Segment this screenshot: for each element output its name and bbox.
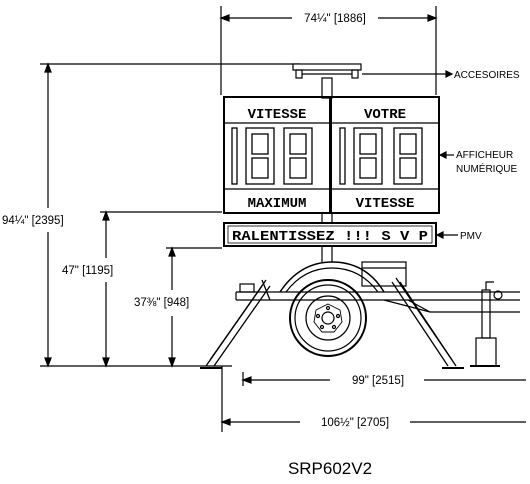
trailer-chassis	[235, 261, 520, 367]
accessory-bracket	[292, 63, 452, 99]
track-width-dimension: 99" [2515]	[241, 372, 526, 387]
message-board-text: RALENTISSEZ !!! S V P	[232, 229, 428, 245]
callout-accessories: ACCESOIRES	[445, 70, 520, 81]
top-width-dimension: 74¼" [1886]	[219, 6, 438, 95]
left-outrigger	[200, 279, 271, 369]
mast	[321, 213, 333, 262]
callout-display: AFFICHEUR NUMÉRIQUE	[438, 150, 517, 175]
mid-height-label: 47" [1195]	[62, 265, 113, 277]
mid-height-dimension: 47" [1195]	[62, 210, 222, 368]
overall-height-dimension: 94¼" [2395]	[2, 62, 300, 368]
low-height-dimension: 37⅜" [948]	[134, 246, 222, 368]
overall-length-dimension: 106½" [2705]	[220, 366, 526, 432]
display-label-line2: NUMÉRIQUE	[456, 162, 517, 175]
low-height-label: 37⅜" [948]	[134, 297, 189, 309]
accessories-label: ACCESOIRES	[454, 70, 520, 81]
message-board-label: PMV	[460, 231, 482, 242]
left-header-text: VITESSE	[248, 107, 307, 123]
overall-height-label: 94¼" [2395]	[2, 215, 64, 227]
right-footer-text: VITESSE	[356, 196, 415, 212]
right-digits	[339, 127, 423, 185]
display-label-line1: AFFICHEUR	[456, 150, 513, 161]
left-footer-text: MAXIMUM	[248, 196, 307, 212]
right-header-text: VOTRE	[364, 107, 406, 123]
callout-message-board: PMV	[435, 231, 482, 242]
wheel	[289, 279, 367, 357]
model-caption: SRP602V2	[288, 459, 372, 478]
top-width-label: 74¼" [1886]	[304, 13, 366, 25]
message-board	[223, 222, 437, 247]
right-outrigger	[391, 277, 464, 369]
overall-length-label: 106½" [2705]	[321, 417, 389, 429]
track-width-label: 99" [2515]	[352, 375, 404, 387]
left-digits	[231, 127, 313, 185]
